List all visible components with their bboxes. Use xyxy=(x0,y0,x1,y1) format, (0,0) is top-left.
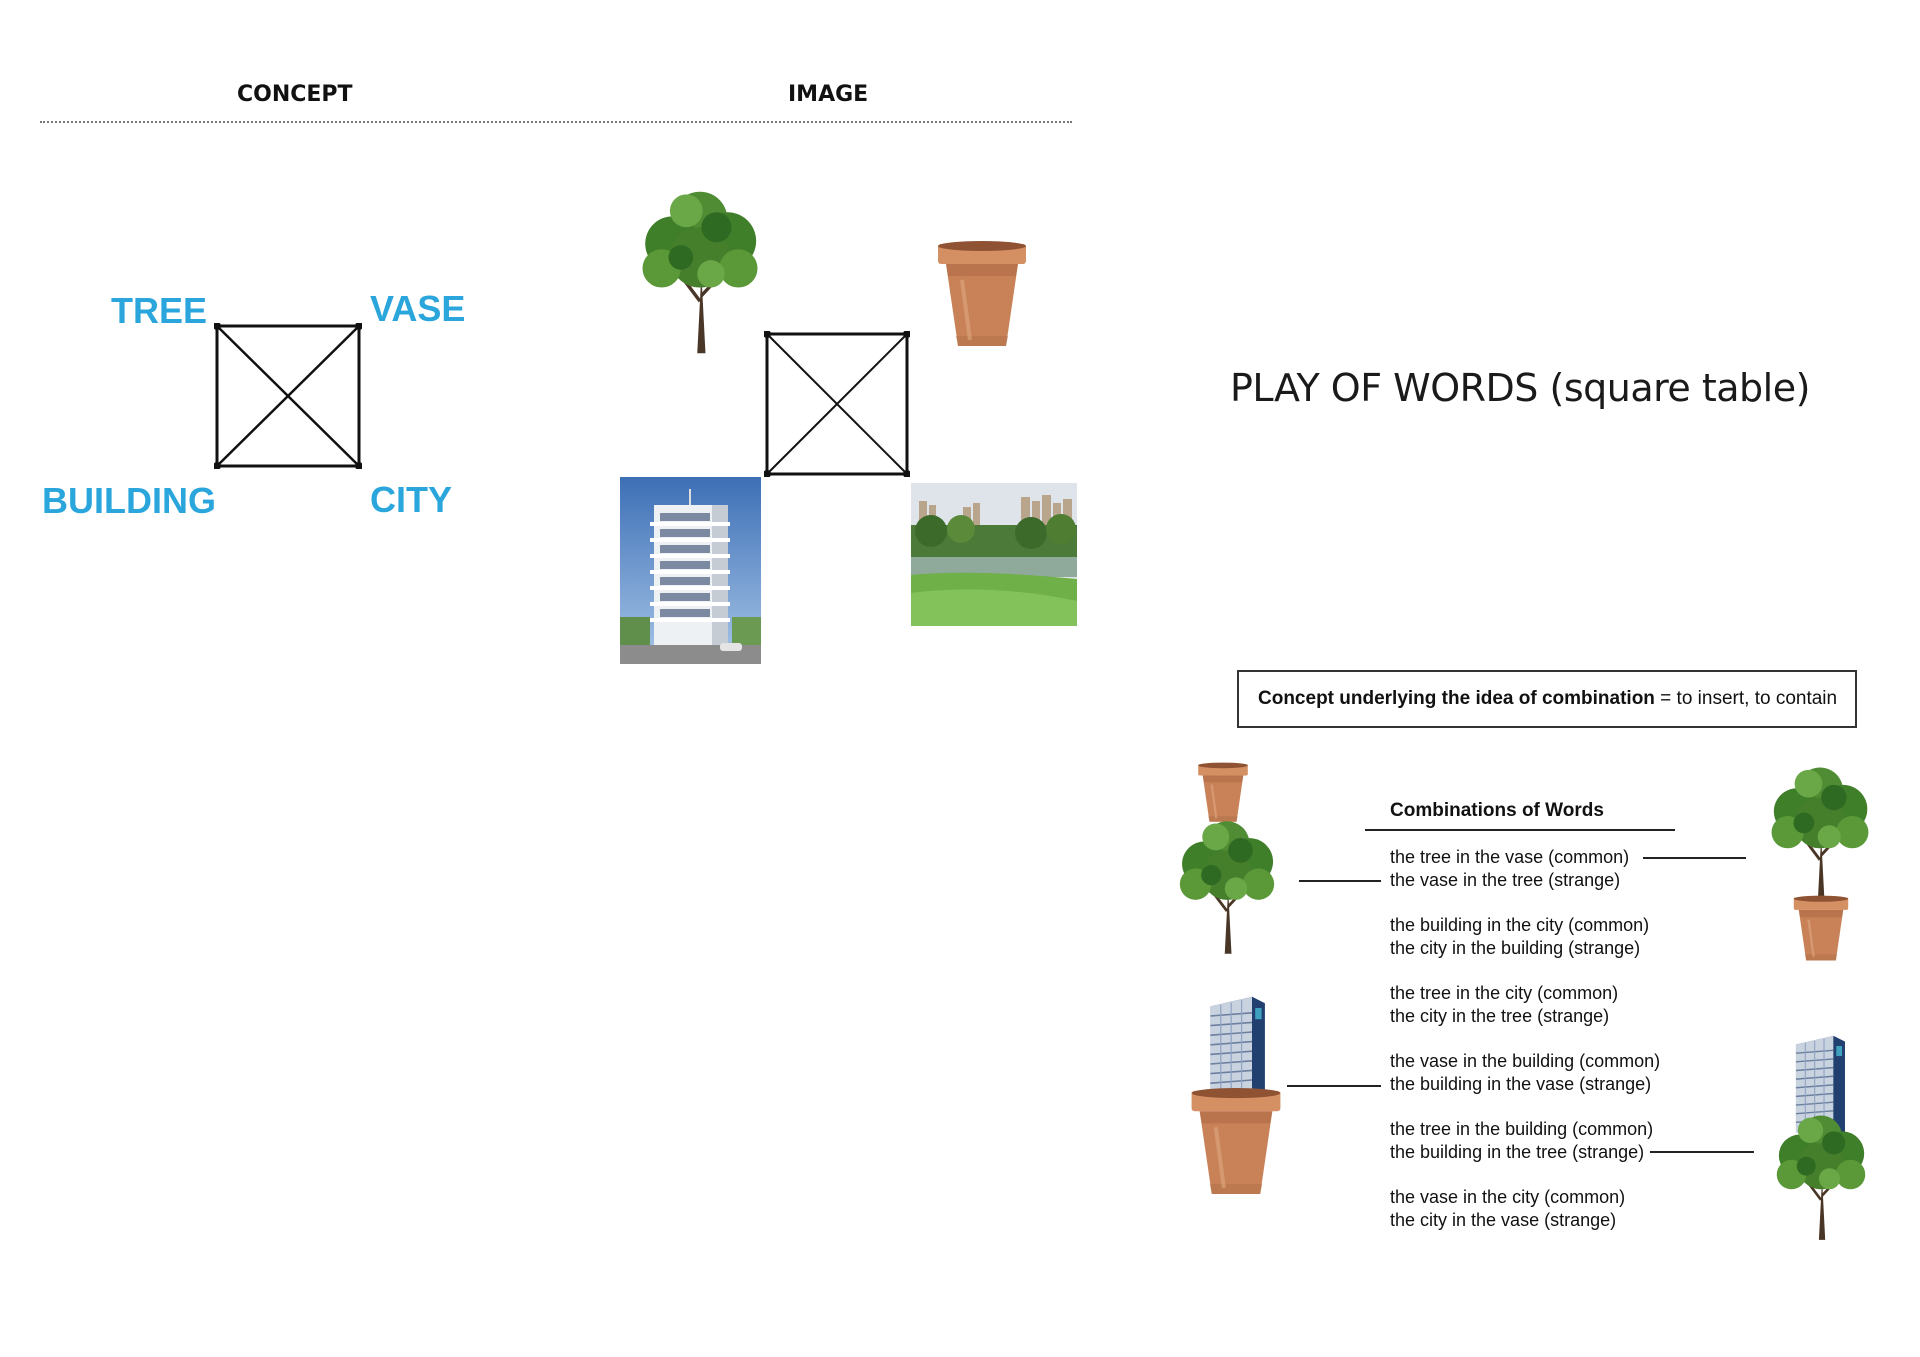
combinations-heading-rule xyxy=(1365,829,1675,831)
image-square-diagram xyxy=(764,331,910,477)
tree-icon xyxy=(1766,1105,1876,1242)
combination-pair: the vase in the city (common) the city i… xyxy=(1390,1186,1625,1232)
image-header: IMAGE xyxy=(788,82,869,107)
combination-pair: the tree in the building (common) the bu… xyxy=(1390,1118,1653,1164)
combination-strange: the building in the tree (strange) xyxy=(1390,1142,1645,1162)
tree-icon xyxy=(628,178,772,356)
concept-word-vase: VASE xyxy=(370,288,466,329)
connector-line xyxy=(1650,1151,1754,1153)
concept-word-tree: TREE xyxy=(111,290,208,331)
concept-word-city: CITY xyxy=(370,479,453,520)
combination-strange: the city in the tree (strange) xyxy=(1390,1006,1610,1026)
tree-icon xyxy=(1163,810,1291,956)
city-park-icon xyxy=(911,483,1077,626)
combination-pair: the vase in the building (common) the bu… xyxy=(1390,1050,1660,1096)
combination-common: the tree in the vase (common) xyxy=(1390,847,1630,867)
combination-common: the vase in the city (common) xyxy=(1390,1187,1626,1207)
combination-common: the building in the city (common) xyxy=(1390,915,1650,935)
building-icon xyxy=(620,477,761,664)
concept-definition-box: Concept underlying the idea of combinati… xyxy=(1237,670,1857,728)
header-divider xyxy=(40,121,1072,123)
concept-word-building: BUILDING xyxy=(42,480,216,521)
concept-definition-bold: Concept underlying the idea of combinati… xyxy=(1258,688,1655,709)
vase-icon xyxy=(930,240,1034,350)
connector-line xyxy=(1287,1085,1381,1087)
concept-definition-rest: = to insert, to contain xyxy=(1654,688,1838,709)
tree-icon xyxy=(1755,756,1885,906)
combination-pair: the tree in the vase (common) the vase i… xyxy=(1390,846,1629,892)
vase-icon xyxy=(1183,1087,1289,1198)
connector-line xyxy=(1643,857,1746,859)
combination-strange: the city in the vase (strange) xyxy=(1390,1210,1617,1230)
connector-line xyxy=(1299,880,1381,882)
combination-strange: the city in the building (strange) xyxy=(1390,938,1641,958)
combination-strange: the vase in the tree (strange) xyxy=(1390,870,1621,890)
combination-common: the vase in the building (common) xyxy=(1390,1051,1661,1071)
combination-common: the tree in the building (common) xyxy=(1390,1119,1654,1139)
concept-square-diagram xyxy=(214,323,362,469)
concept-header: CONCEPT xyxy=(237,82,353,107)
combination-common: the tree in the city (common) xyxy=(1390,983,1619,1003)
page-title: PLAY OF WORDS (square table) xyxy=(1230,366,1810,410)
vase-icon xyxy=(1788,895,1854,963)
combination-strange: the building in the vase (strange) xyxy=(1390,1074,1652,1094)
combination-pair: the tree in the city (common) the city i… xyxy=(1390,982,1618,1028)
combinations-heading: Combinations of Words xyxy=(1390,800,1604,821)
combination-pair: the building in the city (common) the ci… xyxy=(1390,914,1649,960)
